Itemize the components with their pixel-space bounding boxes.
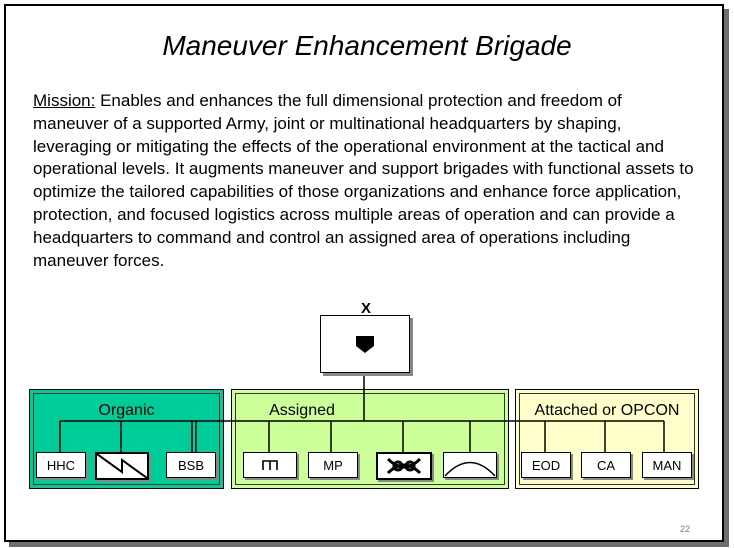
unit-engineer bbox=[243, 452, 297, 478]
unit-man: MAN bbox=[642, 452, 692, 478]
unit-ca-label: CA bbox=[596, 457, 616, 473]
unit-eod: EOD bbox=[521, 452, 571, 478]
mission-text: Enables and enhances the full dimensiona… bbox=[33, 91, 694, 270]
group-attached-label: Attached or OPCON bbox=[534, 402, 680, 419]
unit-air-defense bbox=[443, 452, 497, 478]
group-assigned-label: Assigned bbox=[269, 402, 335, 419]
maneuver-enhancement-shield-icon bbox=[356, 336, 374, 353]
unit-bsb: BSB bbox=[166, 452, 216, 478]
signal-lightning-icon bbox=[97, 454, 147, 478]
echelon-brigade-marker: X bbox=[360, 300, 371, 317]
mission-statement: Mission: Enables and enhances the full d… bbox=[33, 90, 701, 272]
group-organic-label: Organic bbox=[98, 402, 155, 419]
unit-mp-label: MP bbox=[323, 457, 343, 473]
unit-eod-label: EOD bbox=[531, 457, 561, 473]
engineer-castle-icon bbox=[262, 460, 278, 470]
unit-bsb-label: BSB bbox=[177, 457, 204, 473]
brigade-hq-symbol bbox=[320, 315, 410, 373]
unit-ca: CA bbox=[581, 452, 631, 478]
air-defense-dome-icon bbox=[444, 461, 496, 477]
mission-label: Mission: bbox=[33, 91, 96, 110]
slide-title: Maneuver Enhancement Brigade bbox=[162, 30, 572, 61]
unit-hhc: HHC bbox=[36, 452, 86, 478]
chemical-retort-icon bbox=[386, 457, 422, 475]
unit-hhc-label: HHC bbox=[46, 457, 76, 473]
page-number: 22 bbox=[680, 524, 691, 534]
unit-chemical bbox=[376, 452, 432, 480]
unit-man-label: MAN bbox=[652, 457, 682, 473]
unit-mp: MP bbox=[308, 452, 358, 478]
unit-signal bbox=[95, 452, 149, 480]
